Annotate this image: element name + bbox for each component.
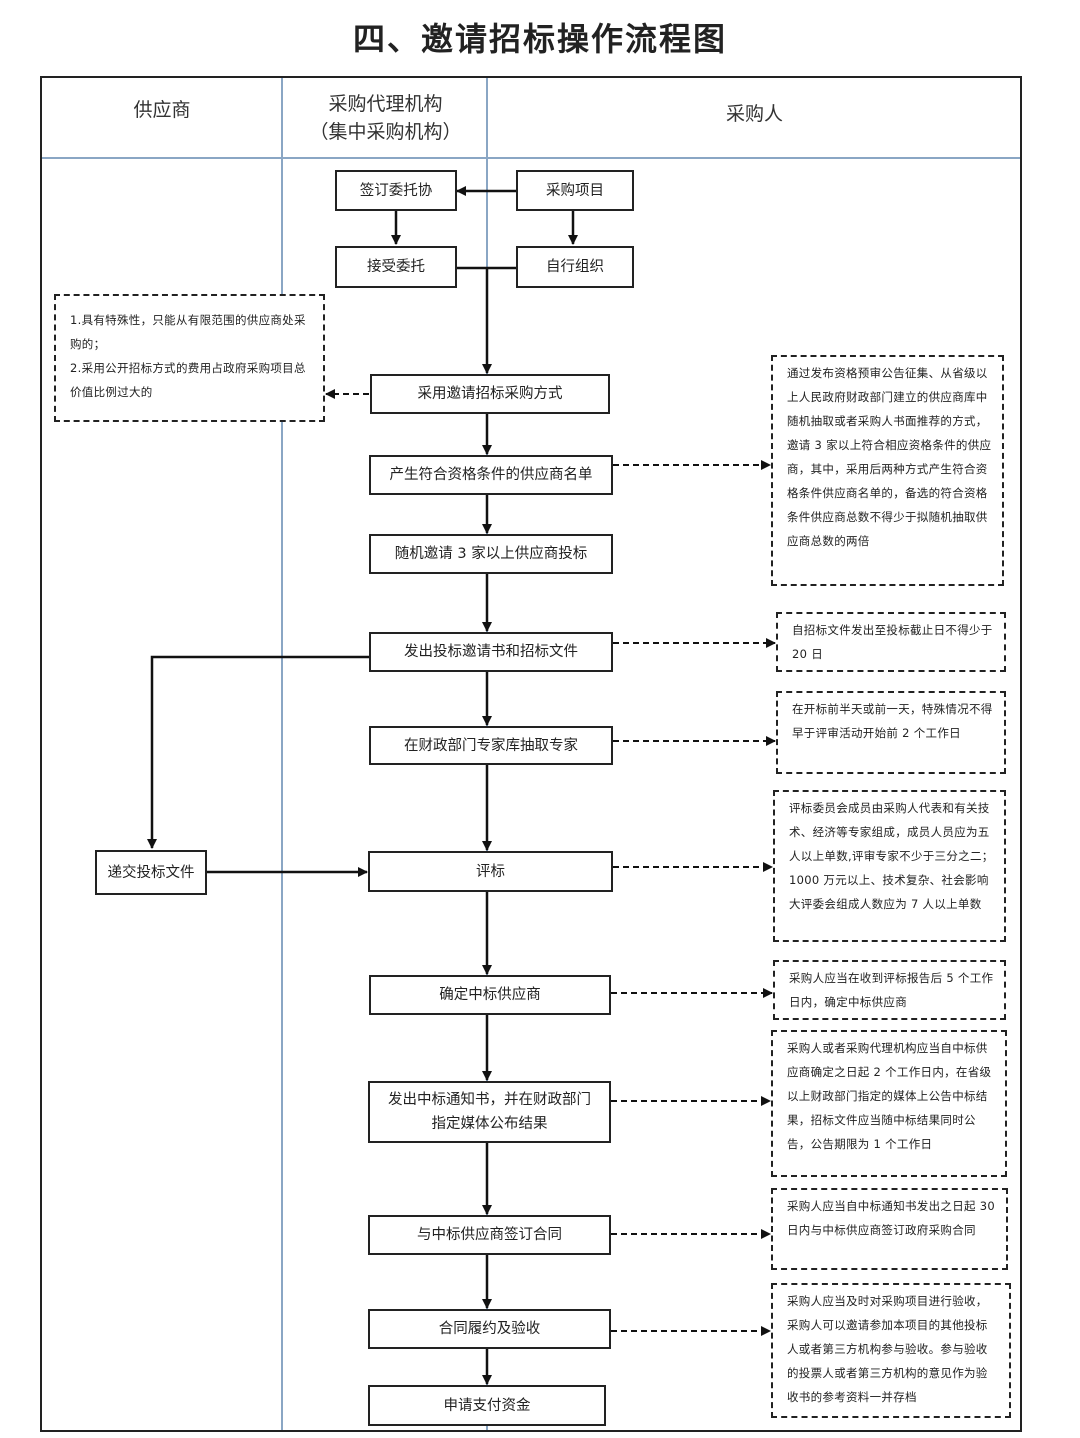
note-bid-period: 自招标文件发出至投标截止日不得少于 20 日 bbox=[776, 612, 1006, 672]
lane-header-agency-line2: （集中采购机构） bbox=[309, 121, 462, 143]
note-applicable-conditions: 1.具有特殊性，只能从有限范围的供应商处采购的； 2.采用公开招标方式的费用占政… bbox=[54, 294, 325, 422]
lane-header-purchaser: 采购人 bbox=[725, 103, 783, 125]
note-contract-timing: 采购人应当自中标通知书发出之日起 30 日内与中标供应商签订政府采购合同 bbox=[771, 1188, 1008, 1270]
note-announcement: 采购人或者采购代理机构应当自中标供应商确定之日起 2 个工作日内，在省级以上财政… bbox=[771, 1030, 1007, 1177]
arrow-issue-to-supplier bbox=[147, 655, 370, 849]
box-sign-entrust: 签订委托协 bbox=[335, 170, 457, 211]
note-winner-timing: 采购人应当在收到评标报告后 5 个工作日内，确定中标供应商 bbox=[773, 960, 1006, 1020]
box-publish-notice-line1: 发出中标通知书，并在财政部门 bbox=[388, 1092, 591, 1108]
box-random-invite: 随机邀请 3 家以上供应商投标 bbox=[369, 534, 613, 574]
note-acceptance: 采购人应当及时对采购项目进行验收，采购人可以邀请参加本项目的其他投标人或者第三方… bbox=[771, 1283, 1011, 1418]
box-performance: 合同履约及验收 bbox=[368, 1309, 611, 1349]
box-extract-experts: 在财政部门专家库抽取专家 bbox=[369, 726, 613, 765]
lane-header-agency-line1: 采购代理机构 bbox=[328, 93, 443, 115]
box-evaluate: 评标 bbox=[368, 851, 613, 892]
box-publish-notice: 发出中标通知书，并在财政部门 指定媒体公布结果 bbox=[368, 1081, 611, 1143]
box-purchase-project: 采购项目 bbox=[516, 170, 634, 211]
box-apply-payment: 申请支付资金 bbox=[368, 1385, 606, 1426]
box-publish-notice-line2: 指定媒体公布结果 bbox=[431, 1116, 548, 1132]
box-issue-invitation: 发出投标邀请书和招标文件 bbox=[369, 632, 613, 672]
lane-header-agency: 采购代理机构 （集中采购机构） bbox=[284, 90, 487, 146]
box-accept-entrust: 接受委托 bbox=[335, 246, 457, 288]
note-qualification: 通过发布资格预审公告征集、从省级以上人民政府财政部门建立的供应商库中随机抽取或者… bbox=[771, 355, 1004, 586]
box-determine-winner: 确定中标供应商 bbox=[369, 975, 611, 1015]
box-submit-bid: 递交投标文件 bbox=[95, 850, 207, 895]
box-sign-contract: 与中标供应商签订合同 bbox=[368, 1215, 611, 1255]
box-adopt-invitation: 采用邀请招标采购方式 bbox=[370, 374, 610, 414]
note-committee: 评标委员会成员由采购人代表和有关技术、经济等专家组成，成员人员应为五人以上单数,… bbox=[773, 790, 1006, 942]
lane-header-supplier: 供应商 bbox=[133, 99, 191, 121]
page-title: 四、邀请招标操作流程图 bbox=[352, 20, 727, 58]
box-qualified-list: 产生符合资格条件的供应商名单 bbox=[369, 455, 613, 495]
note-expert-timing: 在开标前半天或前一天，特殊情况不得早于评审活动开始前 2 个工作日 bbox=[776, 691, 1006, 774]
box-self-organize: 自行组织 bbox=[516, 246, 634, 288]
flowchart-frame bbox=[40, 76, 1022, 1432]
